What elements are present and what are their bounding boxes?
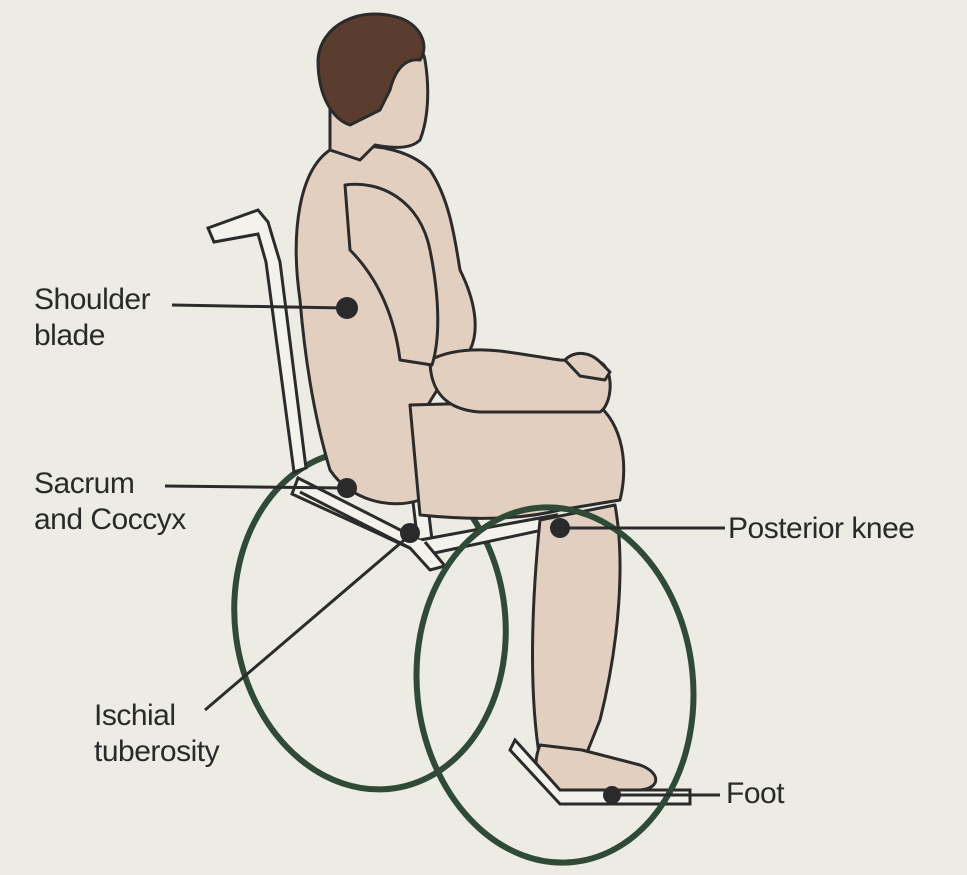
thigh <box>410 400 624 518</box>
point-ischial <box>400 523 420 543</box>
lower-leg <box>533 505 621 770</box>
label-ischial-line2: tuberosity <box>94 734 219 770</box>
label-posterior-knee: Posterior knee <box>728 511 914 547</box>
seated-person <box>296 14 656 790</box>
label-shoulder-blade: Shoulder blade <box>34 282 150 354</box>
label-sacrum-coccyx: Sacrum and Coccyx <box>34 466 186 538</box>
label-foot: Foot <box>726 776 784 812</box>
leader-sacrum <box>165 486 345 488</box>
point-foot <box>603 786 621 804</box>
label-ischial-line1: Ischial <box>94 698 219 734</box>
point-shoulder-blade <box>336 297 358 319</box>
label-sacrum-line2: and Coccyx <box>34 502 186 538</box>
label-sacrum-line1: Sacrum <box>34 466 186 502</box>
label-shoulder-blade-line1: Shoulder <box>34 282 150 318</box>
push-handle-left <box>208 210 306 472</box>
point-posterior-knee <box>550 518 570 538</box>
label-ischial-tuberosity: Ischial tuberosity <box>94 698 219 770</box>
point-sacrum <box>337 478 357 498</box>
label-shoulder-blade-line2: blade <box>34 318 150 354</box>
